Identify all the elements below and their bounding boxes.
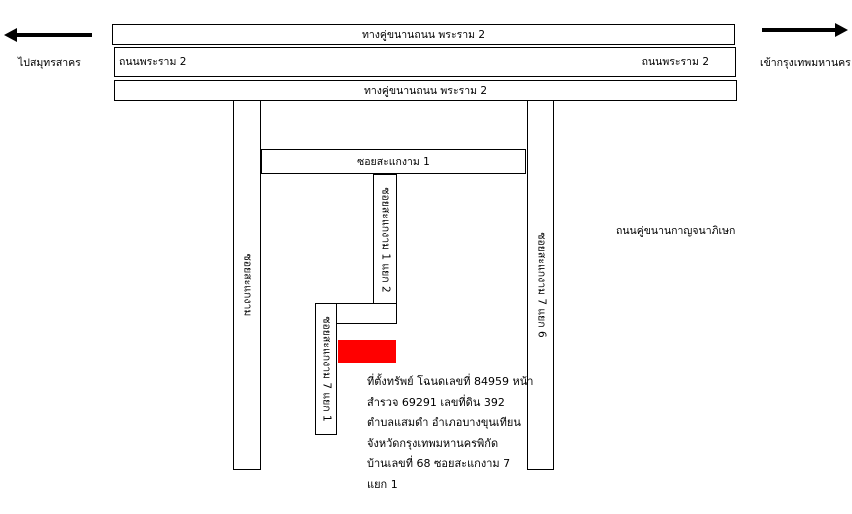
main-road-right-label: ถนนพระราม 2 (641, 56, 709, 68)
soi-left-vertical-label: ซอยสะแกงาม (241, 253, 254, 317)
soi-1-branch-2-road: ซอยสะแกงาม 1 แยก 2 (373, 174, 397, 305)
property-info-line: บ้านเลขที่ 68 ซอยสะแกงาม 7 (367, 457, 511, 470)
property-info-line: ที่ตั้งทรัพย์ โฉนดเลขที่ 84959 หน้า (367, 375, 534, 388)
soi-left-vertical-road: ซอยสะแกงาม (233, 100, 261, 470)
soi-7-branch-6-label: ซอยสะแกงาม 7 แยก 6 (534, 232, 547, 338)
bottom-frontage-road-label: ทางคู่ขนานถนน พระราม 2 (363, 85, 488, 97)
soi-1-road-label: ซอยสะแกงาม 1 (357, 156, 430, 168)
west-arrow-icon (4, 28, 92, 42)
soi-1-road: ซอยสะแกงาม 1 (261, 149, 526, 174)
property-info-line: ตำบลแสมดำ อำเภอบางขุนเทียน (367, 416, 521, 429)
top-frontage-road: ทางคู่ขนานถนน พระราม 2 (112, 24, 735, 45)
property-info-line: สำรวจ 69291 เลขที่ดิน 392 (367, 395, 505, 409)
top-frontage-road-label: ทางคู่ขนานถนน พระราม 2 (361, 29, 486, 41)
main-road-left-label: ถนนพระราม 2 (119, 56, 187, 68)
direction-west-label: ไปสมุทรสาคร (18, 57, 81, 69)
property-info: ที่ตั้งทรัพย์ โฉนดเลขที่ 84959 หน้า สำรว… (367, 372, 533, 495)
soi-7-branch-1-label: ซอยสะแกงาม 7 แยก 1 (320, 316, 333, 422)
kanchanaphisek-frontage-label: ถนนคู่ขนานกาญจนาภิเษก (616, 225, 736, 237)
property-info-line: จังหวัดกรุงเทพมหานครพิกัด (367, 436, 499, 450)
property-info-line: แยก 1 (367, 477, 398, 491)
property-location-marker (338, 340, 396, 363)
main-road-rama-2: ถนนพระราม 2 ถนนพระราม 2 (114, 47, 736, 77)
soi-1-branch-2-label: ซอยสะแกงาม 1 แยก 2 (379, 186, 392, 293)
east-arrow-icon (762, 23, 848, 37)
soi-7-branch-6-road: ซอยสะแกงาม 7 แยก 6 (527, 100, 554, 470)
direction-east-label: เข้ากรุงเทพมหานคร (760, 57, 851, 69)
bottom-frontage-road: ทางคู่ขนานถนน พระราม 2 (114, 80, 737, 101)
soi-7-branch-1-road: ซอยสะแกงาม 7 แยก 1 (315, 303, 337, 435)
